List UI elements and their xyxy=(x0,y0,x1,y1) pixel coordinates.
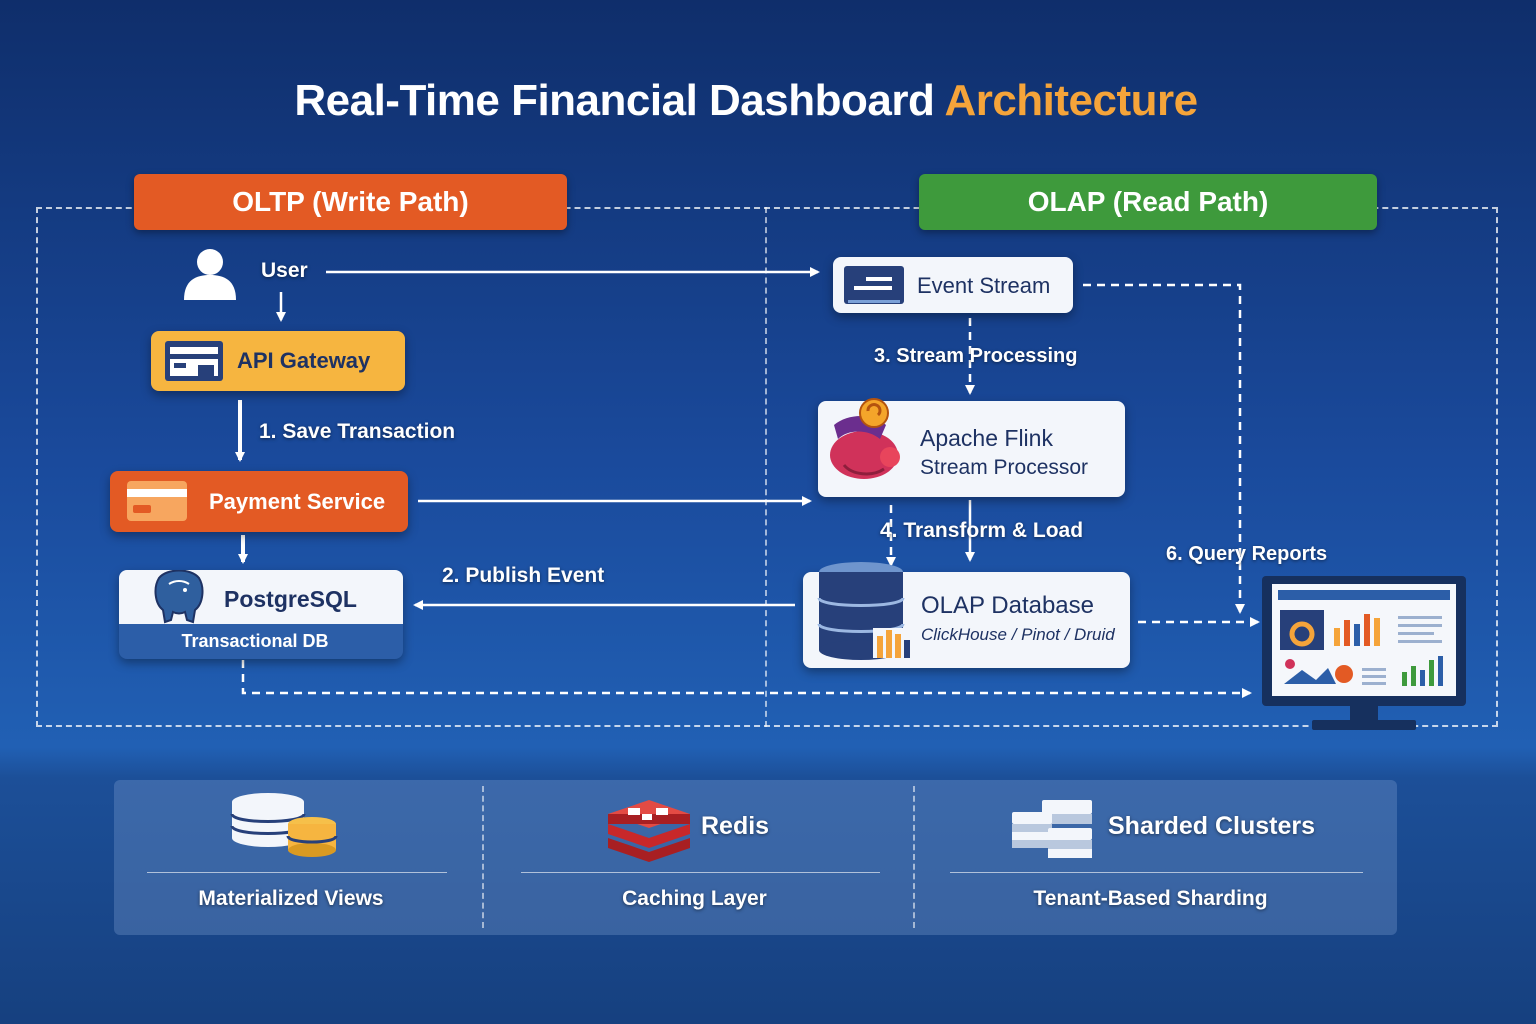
bottom-line-3 xyxy=(950,872,1363,873)
dashboard-monitor-icon xyxy=(1262,576,1466,730)
gateway-icon xyxy=(165,341,223,381)
materialized-views-caption: Materialized Views xyxy=(198,887,384,910)
bottom-line-1 xyxy=(147,872,447,873)
user-label: User xyxy=(261,259,308,282)
flink-squirrel-icon xyxy=(830,398,900,479)
oltp-header: OLTP (Write Path) xyxy=(134,174,567,230)
title-main: Real-Time Financial Dashboard xyxy=(294,76,935,125)
payment-service-node: Payment Service xyxy=(110,471,408,532)
olap-database-sublabel: ClickHouse / Pinot / Druid xyxy=(921,625,1115,644)
arrow-postgres-to-dashboard xyxy=(241,660,1252,698)
database-icon xyxy=(817,562,915,660)
section-divider xyxy=(765,207,767,727)
event-stream-node: Event Stream xyxy=(833,257,1073,313)
api-gateway-node: API Gateway xyxy=(151,331,405,391)
step-publish-label: 2. Publish Event xyxy=(442,564,605,587)
title-accent: Architecture xyxy=(944,76,1198,125)
olap-database-node: OLAP Database ClickHouse / Pinot / Druid xyxy=(803,562,1130,668)
tenant-sharding-caption: Tenant-Based Sharding xyxy=(1033,887,1268,910)
step-save-label: 1. Save Transaction xyxy=(259,420,456,443)
sharded-clusters-icon xyxy=(1012,800,1092,858)
redis-icon xyxy=(608,800,690,862)
redis-title: Redis xyxy=(701,812,770,840)
arrow-stream-to-dashboard xyxy=(1083,283,1245,614)
user-node xyxy=(183,245,237,306)
step-transform-label: 4. Transform & Load xyxy=(880,519,1084,542)
stream-icon xyxy=(844,266,904,304)
sharded-clusters-title: Sharded Clusters xyxy=(1108,812,1316,840)
postgresql-sublabel: Transactional DB xyxy=(181,631,329,651)
postgresql-label: PostgreSQL xyxy=(224,586,357,612)
flink-subtitle: Stream Processor xyxy=(920,456,1089,479)
bottom-divider-1 xyxy=(482,786,484,928)
diagram-frame xyxy=(36,207,1498,727)
bottom-divider-2 xyxy=(913,786,915,928)
bottom-panel: Materialized Views Redis Caching Layer S… xyxy=(114,780,1397,935)
bottom-line-2 xyxy=(521,872,880,873)
card-icon xyxy=(127,481,187,521)
api-gateway-label: API Gateway xyxy=(237,348,371,373)
diagram-title: Real-Time Financial Dashboard Architectu… xyxy=(0,76,1492,126)
flink-title: Apache Flink xyxy=(920,425,1053,451)
user-icon xyxy=(184,249,236,300)
payment-service-label: Payment Service xyxy=(209,489,386,514)
step-query-label: 6. Query Reports xyxy=(1166,543,1328,565)
olap-header: OLAP (Read Path) xyxy=(919,174,1377,230)
caching-layer-caption: Caching Layer xyxy=(622,887,767,910)
postgres-elephant-icon xyxy=(154,570,204,624)
materialized-views-icon xyxy=(230,793,338,857)
event-stream-label: Event Stream xyxy=(917,273,1051,298)
olap-database-label: OLAP Database xyxy=(921,592,1095,619)
apache-flink-node: Apache Flink Stream Processor xyxy=(818,398,1125,497)
postgresql-node: PostgreSQL Transactional DB xyxy=(119,570,403,659)
step-stream-label: 3. Stream Processing xyxy=(874,345,1078,367)
dashboard-monitor xyxy=(1262,576,1466,730)
